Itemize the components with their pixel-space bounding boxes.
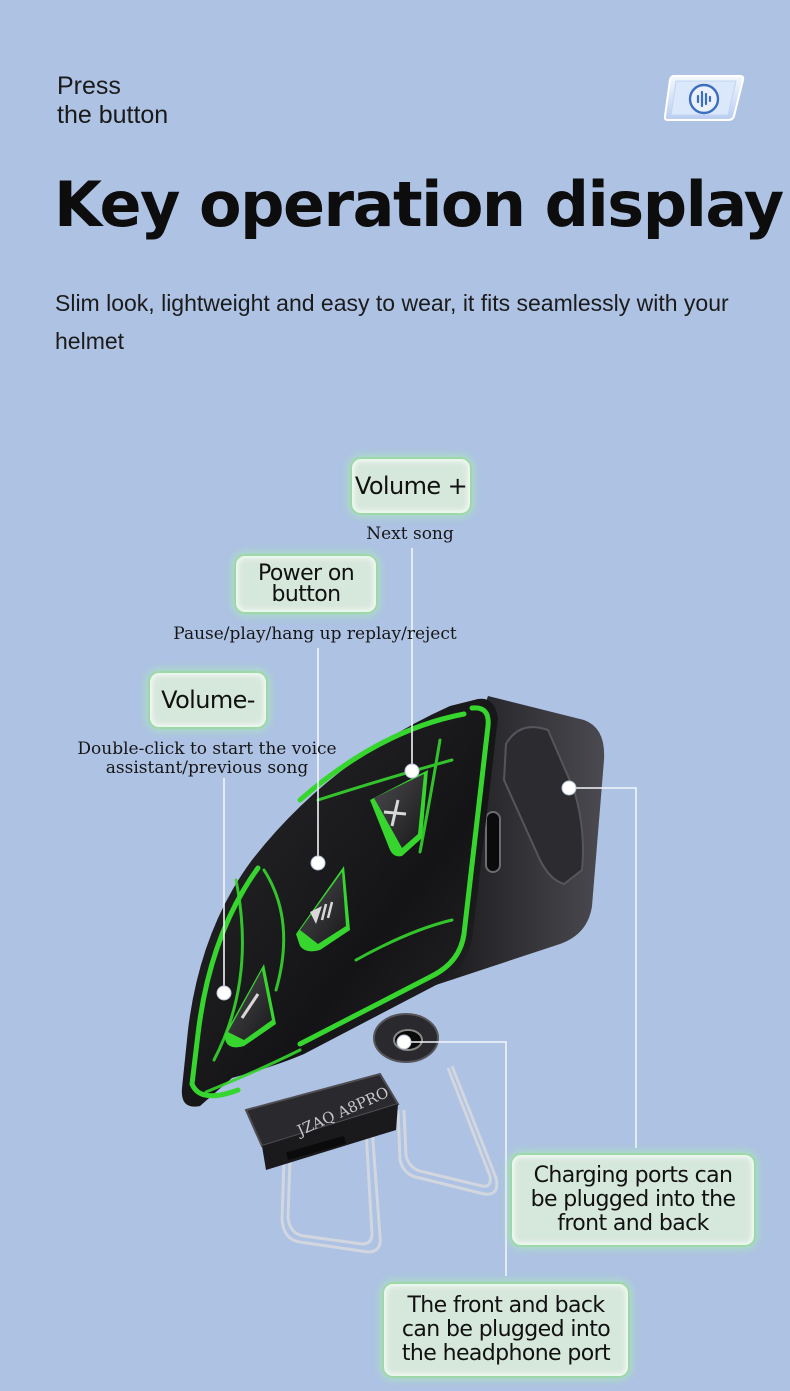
page-subtitle: Slim look, lightweight and easy to wear,…	[55, 290, 729, 354]
callout-leader-lines	[223, 548, 637, 1276]
charging-line-1: Charging ports can	[533, 1163, 733, 1188]
volume-plus-callout: Volume +	[352, 459, 470, 513]
minus-button-icon	[224, 964, 276, 1048]
volume-plus-note: Next song	[366, 524, 454, 544]
plus-button-icon	[370, 770, 428, 857]
page-title: Key operation display	[54, 168, 784, 241]
press-the-button-label: Press the button	[57, 72, 168, 130]
press-line-1: Press	[57, 72, 121, 100]
headphone-line-3: the headphone port	[401, 1341, 611, 1366]
volume-minus-note: Double-click to start the voice assistan…	[62, 740, 352, 778]
volume-minus-note-line-1: Double-click to start the voice	[77, 739, 337, 759]
charging-line-3: front and back	[557, 1211, 709, 1236]
play-pause-icon	[296, 866, 350, 952]
volume-plus-label: Volume +	[354, 472, 468, 500]
press-line-2: the button	[57, 101, 169, 129]
volume-minus-note-line-2: assistant/previous song	[105, 758, 309, 778]
power-button-callout: Power on button	[236, 556, 376, 612]
headphone-line-2: can be plugged into	[401, 1317, 611, 1342]
power-button-note: Pause/play/hang up replay/reject	[173, 624, 457, 644]
voice-icon	[664, 75, 745, 121]
helmet-clip-wires	[280, 1065, 499, 1254]
charging-line-2: be plugged into the	[530, 1187, 736, 1212]
power-label-line-2: button	[271, 582, 342, 607]
headphone-port-callout: The front and back can be plugged into t…	[384, 1284, 628, 1376]
green-light-trim	[189, 705, 491, 1099]
power-label-line-1: Power on	[257, 561, 355, 586]
volume-minus-callout: Volume-	[150, 673, 266, 727]
headphone-line-1: The front and back	[407, 1293, 605, 1318]
charging-ports-callout: Charging ports can be plugged into the f…	[512, 1155, 754, 1245]
volume-minus-label: Volume-	[161, 686, 255, 714]
